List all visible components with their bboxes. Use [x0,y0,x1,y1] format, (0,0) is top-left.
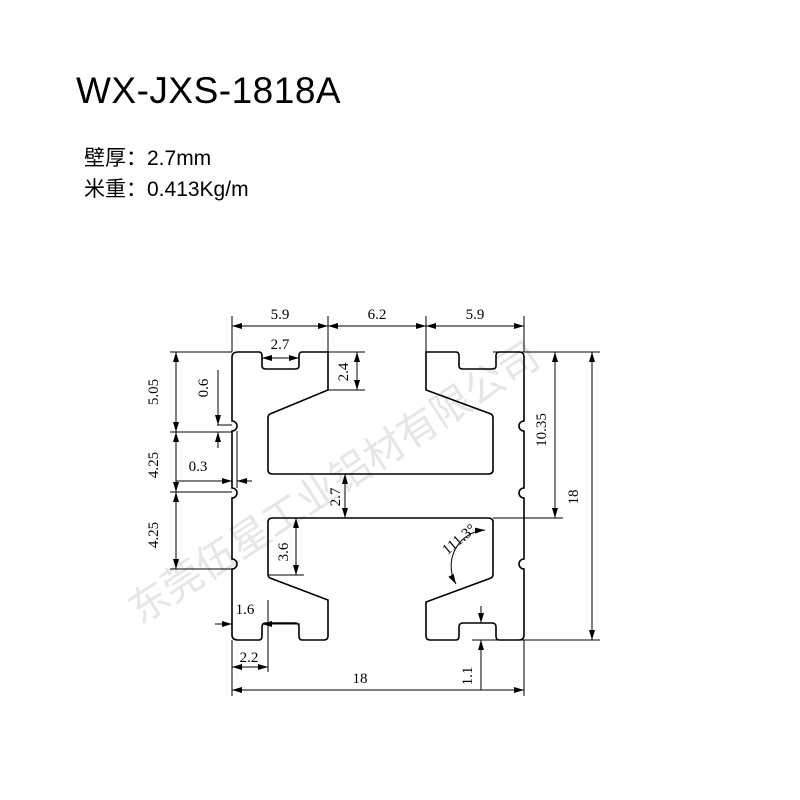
dim-total-height: 18 [566,490,582,505]
dim-top-notch-width: 2.7 [271,337,290,353]
dim-top-right-width: 5.9 [466,307,485,323]
wall-thickness-value: 2.7mm [147,147,212,170]
weight-spec: 米重：0.413Kg/m [84,173,249,203]
dim-top-left-width: 5.9 [271,307,290,323]
watermark: 东莞伍星工业铝材有限公司 [120,333,548,633]
dim-bottom-lip: 2.2 [240,650,259,666]
dim-groove-depth: 0.6 [196,378,212,397]
weight-value: 0.413Kg/m [147,178,249,201]
dim-left-upper-height: 5.05 [146,379,162,405]
dim-slot-lip-depth: 2.4 [336,362,352,381]
dim-left-mid-height: 4.25 [146,452,162,478]
dim-notch-depth: 1.1 [460,667,476,686]
dim-web-thickness: 2.7 [328,487,344,506]
dim-half-height: 10.35 [534,413,550,447]
dim-left-lower-height: 4.25 [146,522,162,548]
dim-groove-offset: 0.3 [189,459,208,475]
wall-thickness-label: 壁厚： [84,147,147,170]
dim-angle: 111.3° [439,521,479,558]
dimension-lines [170,316,600,696]
weight-label: 米重： [84,178,147,201]
wall-thickness-spec: 壁厚：2.7mm [84,142,211,172]
dimension-labels: 5.9 6.2 5.9 2.7 2.4 5.05 0.6 4.25 0.3 4.… [146,307,582,687]
dim-lower-lip-height: 3.6 [276,542,292,561]
dim-lip-width: 1.6 [236,602,255,618]
dim-total-width: 18 [353,671,368,687]
dim-top-slot-width: 6.2 [368,307,387,323]
profile-model-title: WX-JXS-1818A [76,70,342,111]
